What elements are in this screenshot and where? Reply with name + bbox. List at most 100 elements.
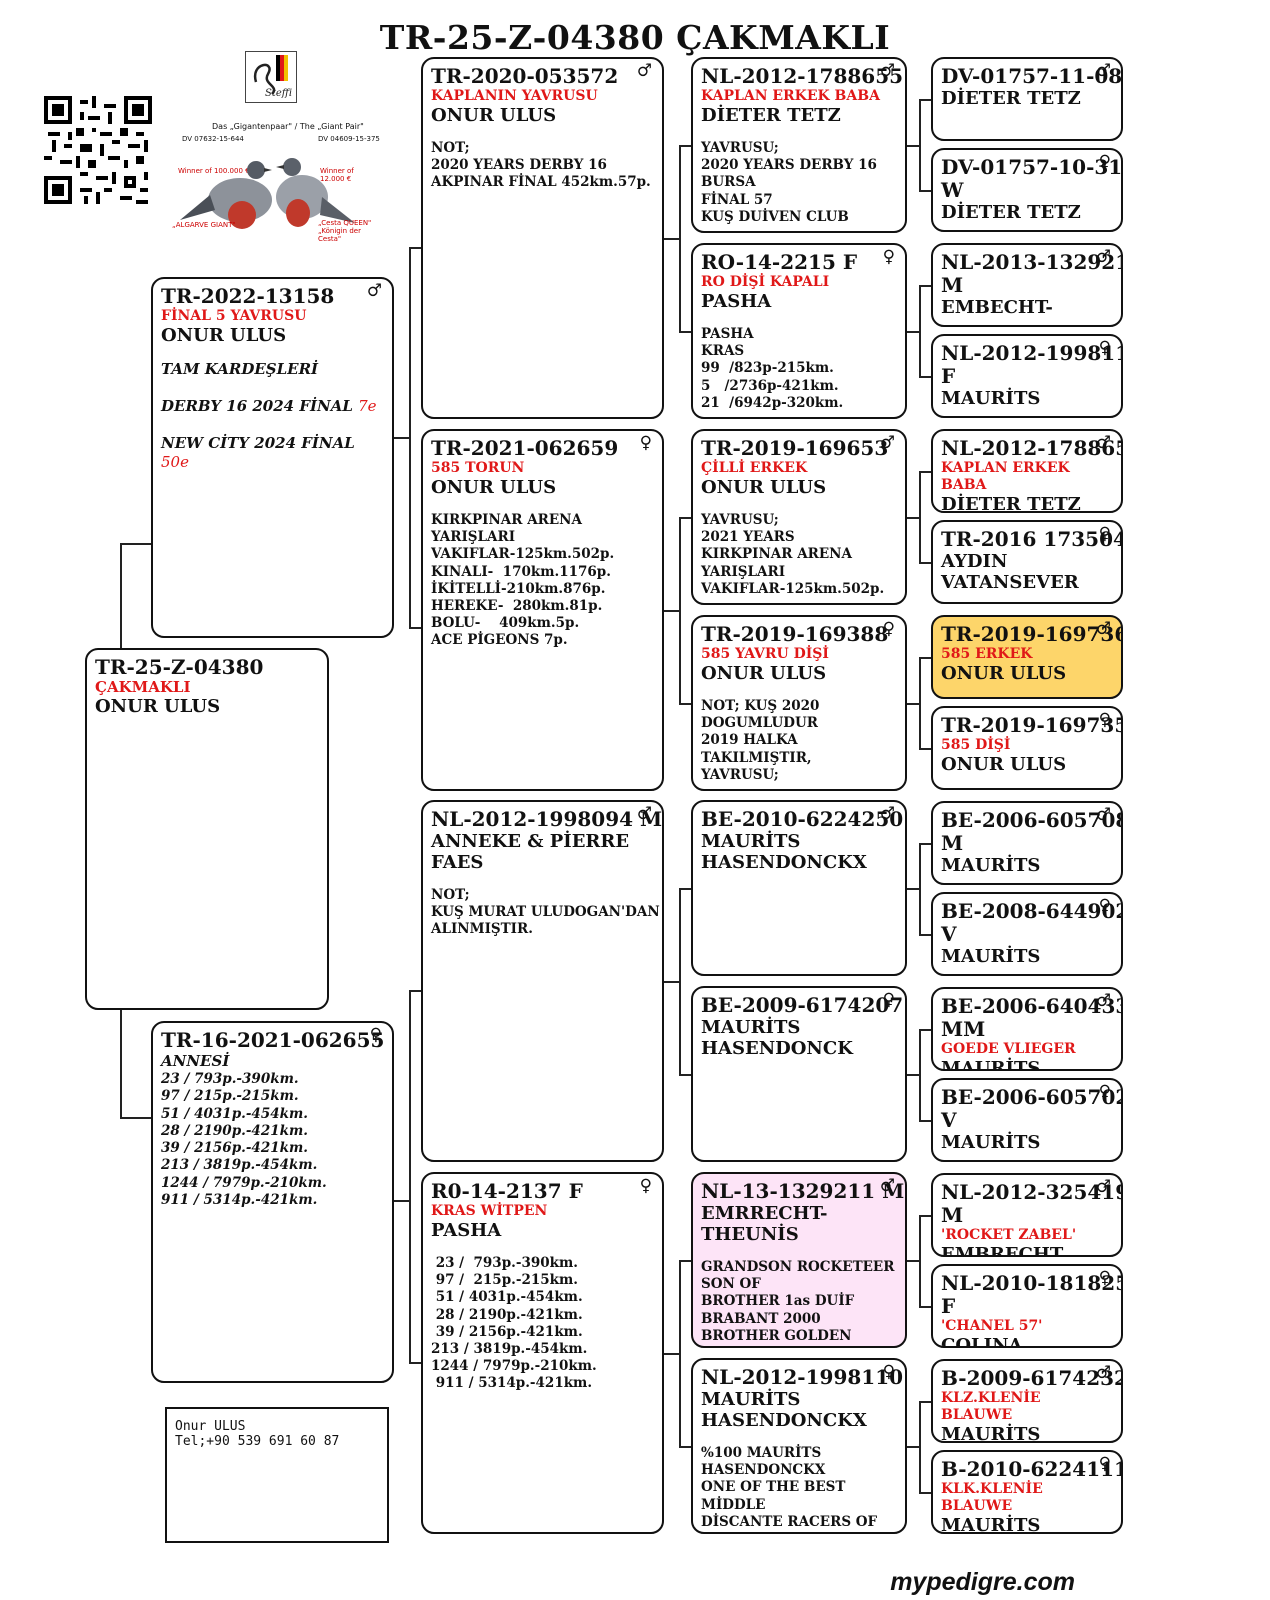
connector-line [679, 703, 691, 705]
mother-card[interactable]: ♀ TR-16-2021-062655 ANNESİ 23 / 793p.-39… [151, 1021, 394, 1383]
grandparent-note: 23 / 793p.-390km. 97 / 215p.-215km. 51 /… [431, 1255, 654, 1393]
connector-line [679, 517, 691, 519]
connector-line [664, 1353, 679, 1355]
ancestor-name: 585 ERKEK [941, 646, 1113, 663]
connector-line [664, 981, 679, 983]
grandparent-name: KAPLANIN YAVRUSU [431, 88, 654, 105]
qr-code [44, 96, 152, 204]
ancestor-owner: MAURİTS [941, 388, 1113, 409]
ancestor-ring: TR-2016 173504 [941, 528, 1113, 551]
male-icon: ♂ [1096, 1179, 1111, 1196]
page-title: TR-25-Z-04380 ÇAKMAKLI [0, 18, 1270, 57]
ancestor-owner: ONUR ULUS [941, 754, 1113, 775]
mother-race-line: 28 / 2190p.-421km. [161, 1123, 384, 1140]
mother-race-line: 51 / 4031p.-454km. [161, 1106, 384, 1123]
grandparent-owner: ONUR ULUS [431, 105, 654, 126]
ancestor-ring: DV-01757-11-082 V [941, 65, 1113, 88]
breeder-logo: Steffi [245, 51, 297, 103]
connector-line [664, 238, 679, 240]
ancestor-owner: MAURİTS [941, 855, 1113, 876]
ancestor-owner: COLINA [941, 1335, 1113, 1348]
footer-site[interactable]: mypedigre.com [890, 1568, 1075, 1596]
ancestor-card[interactable]: ♂DV-01757-11-082 VDİETER TETZ [931, 57, 1123, 141]
connector-line [919, 285, 931, 287]
great-grandparent-card[interactable]: ♂BE-2010-6224250 MMAURİTSHASENDONCKX [691, 800, 907, 976]
male-icon: ♂ [880, 1178, 895, 1195]
ancestor-name: 'ROCKET ZABEL' [941, 1227, 1113, 1244]
ancestor-owner: DİETER TETZ [941, 494, 1113, 513]
connector-line [907, 517, 919, 519]
connector-line [679, 1260, 681, 1448]
father-note-line: DERBY 16 2024 FİNAL 7e [161, 397, 384, 416]
great-grandparent-owner: ONUR ULUS [701, 477, 897, 498]
male-icon: ♂ [1096, 807, 1111, 824]
father-card[interactable]: ♂ TR-2022-13158 FİNAL 5 YAVRUSU ONUR ULU… [151, 277, 394, 638]
female-icon: ♀ [1099, 1084, 1111, 1101]
ancestor-name: KAPLAN ERKEKBABA [941, 460, 1113, 494]
connector-line [409, 990, 411, 1364]
photo-left-label: „ALGARVE GIANT" [172, 221, 236, 229]
connector-line [679, 145, 691, 147]
great-grandparent-note: PASHAKRAS99 /823p-215km.5 /2736p-421km.2… [701, 326, 897, 412]
grandparent-ring: TR-2020-053572 [431, 65, 654, 88]
subject-card[interactable]: TR-25-Z-04380 ÇAKMAKLI ONUR ULUS [85, 648, 329, 1010]
connector-line [409, 627, 421, 629]
ancestor-owner: ONUR ULUS [941, 663, 1113, 684]
connector-line [919, 1120, 931, 1122]
grandparent-note: KIRKPINAR ARENAYARIŞLARIVAKIFLAR-125km.5… [431, 512, 654, 650]
connector-line [679, 517, 681, 705]
photo-right-label: „Cesta QUEEN" „Königin der Cesta" [318, 219, 378, 243]
father-ring: TR-2022-13158 [161, 285, 384, 308]
female-icon: ♀ [883, 249, 895, 266]
connector-line [394, 437, 409, 439]
connector-line [907, 145, 919, 147]
connector-line [919, 562, 931, 564]
great-grandparent-owner: ONUR ULUS [701, 663, 897, 684]
great-grandparent-ring: NL-13-1329211 M [701, 1180, 897, 1203]
grandparent-owner: PASHA [431, 1220, 654, 1241]
female-icon: ♀ [883, 621, 895, 638]
male-icon: ♂ [1096, 621, 1111, 638]
connector-line [919, 471, 931, 473]
male-icon: ♂ [880, 806, 895, 823]
connector-line [919, 1029, 931, 1031]
female-icon: ♀ [883, 1364, 895, 1381]
ancestor-ring: BE-2006-6057081M [941, 809, 1113, 855]
connector-line [907, 331, 919, 333]
connector-line [679, 1260, 691, 1262]
great-grandparent-owner: EMRRECHT-THEUNİS [701, 1203, 897, 1245]
ancestor-name: GOEDE VLIEGER [941, 1041, 1113, 1058]
subject-name: ÇAKMAKLI [95, 679, 319, 696]
male-icon: ♂ [880, 63, 895, 80]
connector-line [679, 888, 691, 890]
mother-name: ANNESİ [161, 1052, 384, 1071]
